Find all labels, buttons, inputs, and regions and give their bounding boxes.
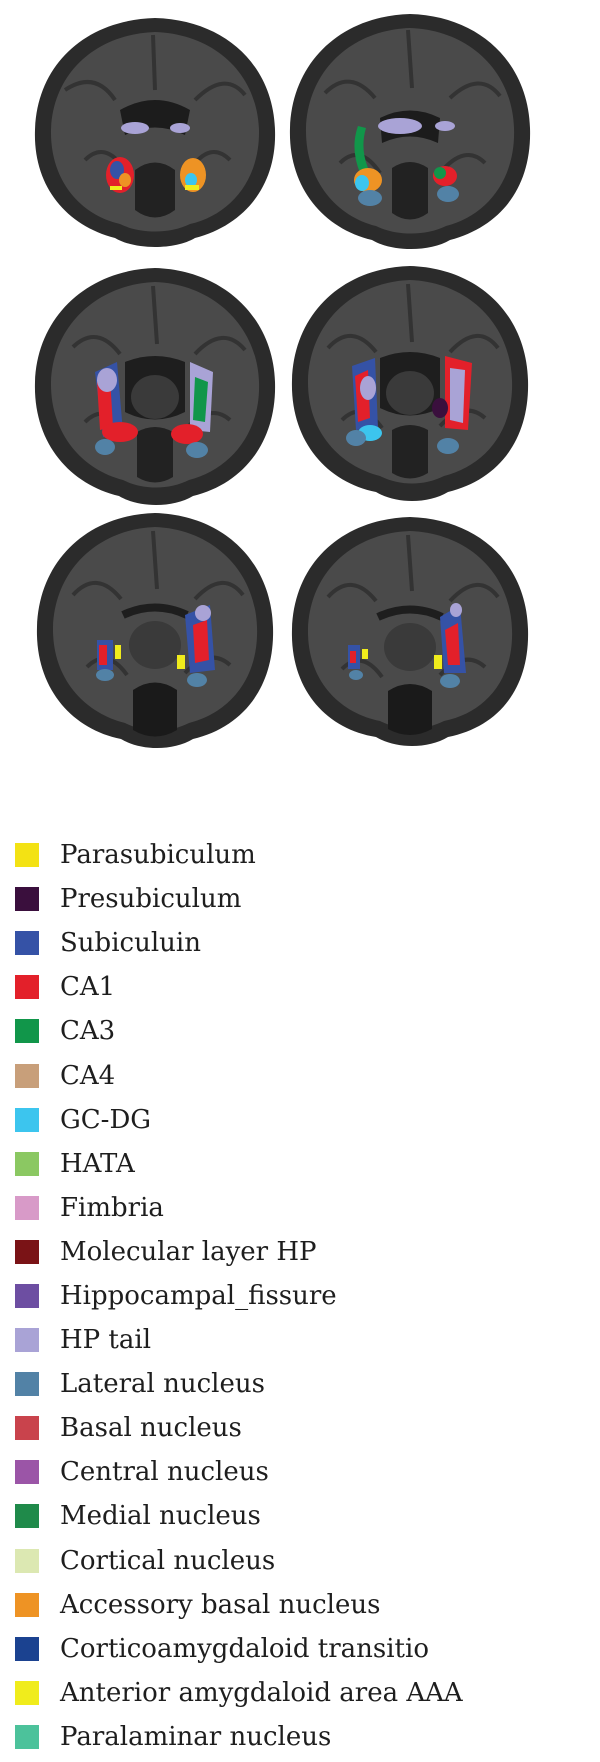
legend-swatch bbox=[15, 1151, 39, 1176]
legend-item: Subiculuin bbox=[0, 921, 600, 965]
legend-swatch bbox=[15, 931, 39, 956]
legend-label: Medial nucleus bbox=[60, 1501, 261, 1532]
legend-label: Basal nucleus bbox=[60, 1413, 242, 1444]
legend-item: Fimbria bbox=[0, 1186, 600, 1230]
legend-swatch bbox=[15, 843, 39, 868]
legend-label: HP tail bbox=[60, 1325, 152, 1356]
legend-item: Central nucleus bbox=[0, 1450, 600, 1494]
mri-slice-6 bbox=[280, 505, 540, 755]
legend-label: CA1 bbox=[60, 972, 116, 1003]
legend-swatch bbox=[15, 1636, 39, 1661]
legend-label: CA3 bbox=[60, 1016, 116, 1047]
legend-swatch bbox=[15, 1548, 39, 1573]
legend-item: Molecular layer HP bbox=[0, 1230, 600, 1274]
mri-slice-grid bbox=[0, 0, 600, 800]
legend-swatch bbox=[15, 1019, 39, 1044]
legend-swatch bbox=[15, 1680, 39, 1705]
legend-swatch bbox=[15, 1372, 39, 1397]
legend-item: Accessory basal nucleus bbox=[0, 1583, 600, 1627]
legend-item: Anterior amygdaloid area AAA bbox=[0, 1671, 600, 1715]
legend-label: Fimbria bbox=[60, 1192, 164, 1223]
legend-item: Presubiculum bbox=[0, 877, 600, 921]
legend-item: HATA bbox=[0, 1142, 600, 1186]
legend-item: Hippocampal_fissure bbox=[0, 1274, 600, 1318]
legend-swatch bbox=[15, 1460, 39, 1485]
legend-swatch bbox=[15, 1724, 39, 1749]
legend-label: Central nucleus bbox=[60, 1457, 269, 1488]
legend-swatch bbox=[15, 1283, 39, 1308]
legend-item: Corticoamygdaloid transitio bbox=[0, 1627, 600, 1671]
legend-swatch bbox=[15, 1239, 39, 1264]
legend-swatch bbox=[15, 1195, 39, 1220]
legend-swatch bbox=[15, 1416, 39, 1441]
legend-item: HP tail bbox=[0, 1318, 600, 1362]
legend-item: CA3 bbox=[0, 1009, 600, 1053]
legend-label: Anterior amygdaloid area AAA bbox=[60, 1677, 463, 1708]
legend-item: Paralaminar nucleus bbox=[0, 1715, 600, 1759]
legend-swatch bbox=[15, 1592, 39, 1617]
mri-slice-1 bbox=[25, 10, 285, 260]
legend-label: Hippocampal_fissure bbox=[60, 1280, 337, 1311]
legend-swatch bbox=[15, 975, 39, 1000]
legend-swatch bbox=[15, 1063, 39, 1088]
legend-item: Medial nucleus bbox=[0, 1494, 600, 1538]
mri-slice-5 bbox=[25, 505, 285, 755]
legend-label: Parasubiculum bbox=[60, 840, 256, 871]
legend-label: Corticoamygdaloid transitio bbox=[60, 1633, 429, 1664]
legend-swatch bbox=[15, 887, 39, 912]
legend-item: GC-DG bbox=[0, 1098, 600, 1142]
mri-slice-2 bbox=[280, 8, 540, 258]
legend-item: CA1 bbox=[0, 965, 600, 1009]
legend-item: Parasubiculum bbox=[0, 833, 600, 877]
legend-label: Cortical nucleus bbox=[60, 1545, 276, 1576]
legend-label: HATA bbox=[60, 1148, 135, 1179]
mri-slice-4 bbox=[280, 258, 540, 508]
legend-swatch bbox=[15, 1328, 39, 1353]
legend-label: Paralaminar nucleus bbox=[60, 1721, 332, 1752]
legend-swatch bbox=[15, 1107, 39, 1132]
legend-label: Presubiculum bbox=[60, 884, 242, 915]
mri-slice-3 bbox=[25, 262, 285, 512]
legend-label: Lateral nucleus bbox=[60, 1369, 265, 1400]
legend-label: CA4 bbox=[60, 1060, 116, 1091]
legend-label: Molecular layer HP bbox=[60, 1236, 317, 1267]
legend-item: Basal nucleus bbox=[0, 1406, 600, 1450]
legend-item: CA4 bbox=[0, 1053, 600, 1097]
legend-item: Lateral nucleus bbox=[0, 1362, 600, 1406]
legend-label: GC-DG bbox=[60, 1104, 152, 1135]
legend-item: Cortical nucleus bbox=[0, 1539, 600, 1583]
legend-label: Subiculuin bbox=[60, 928, 201, 959]
legend-label: Accessory basal nucleus bbox=[60, 1589, 381, 1620]
legend-swatch bbox=[15, 1504, 39, 1529]
